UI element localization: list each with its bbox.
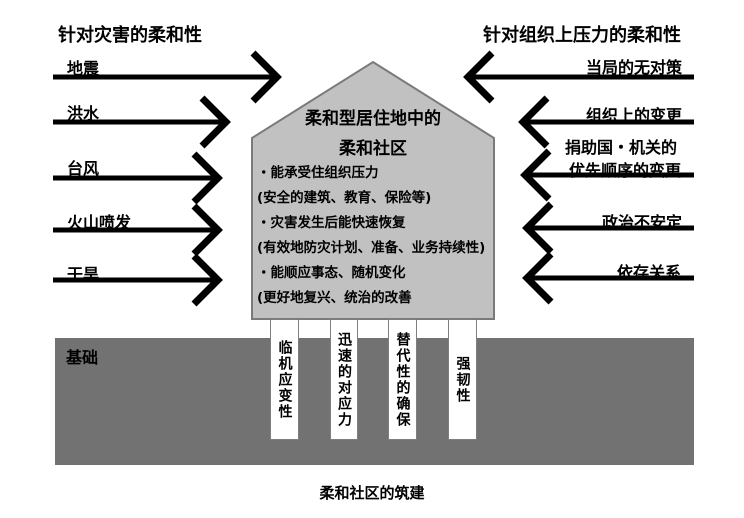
house-bullet-4: (有效地防灾计划、准备、业务持续性) (257, 240, 486, 256)
arrow-label-dependency: 依存关系 (616, 263, 681, 282)
diagram-caption: 柔和社区的筑建 (319, 484, 425, 502)
ground-label: 基础 (66, 348, 99, 367)
arrow-label-volcano: 火山喷发 (67, 213, 132, 232)
ground-foundation: 基础 (55, 338, 694, 465)
pillar-robustness: 强韧性 (448, 319, 477, 440)
pillar-redundancy: 替代性的确保 (388, 319, 417, 440)
pillar-redundancy-label: 替代性的确保 (394, 331, 411, 428)
house-bullet-3: ・灾害发生后能快速恢复 (257, 215, 406, 231)
house-bullet-6: (更好地复兴、统治的改善 (257, 290, 412, 306)
arrow-label-typhoon: 台风 (67, 159, 100, 178)
house-bullet-list: ・能承受住组织压力 (安全的建筑、教育、保险等) ・灾害发生后能快速恢复 (有效… (257, 161, 497, 311)
pillar-rapid-response: 迅速的对应力 (330, 319, 358, 440)
house-bullet-5: ・能顺应事态、随机变化 (257, 265, 406, 281)
pillar-improvisation-label: 临机应变性 (276, 339, 293, 420)
pillar-rapid-response-label: 迅速的对应力 (336, 331, 352, 428)
right-section-title: 针对组织上压力的柔和性 (483, 25, 681, 46)
arrow-label-flood: 洪水 (67, 104, 100, 123)
arrow-label-org-change: 组织上的变更 (585, 106, 682, 125)
house-title-line1: 柔和型居住地中的 (305, 109, 441, 129)
house-title-line2: 柔和社区 (339, 139, 407, 159)
arrow-label-political-instability: 政治不安定 (601, 213, 682, 232)
house-bullet-1: ・能承受住组织压力 (257, 165, 379, 181)
pillar-robustness-label: 强韧性 (454, 355, 471, 404)
arrow-label-drought: 干旱 (67, 265, 100, 284)
arrow-label-earthquake: 地震 (67, 59, 100, 78)
pillar-improvisation: 临机应变性 (270, 319, 299, 440)
left-section-title: 针对灾害的柔和性 (58, 25, 202, 46)
house-bullet-2: (安全的建筑、教育、保险等) (257, 190, 432, 206)
arrow-label-authorities: 当局的无对策 (585, 58, 682, 77)
arrow-label-donor-line1: 捐助国・机关的 (564, 138, 677, 157)
arrow-label-donor-line2: 优先顺序的变更 (568, 161, 681, 180)
